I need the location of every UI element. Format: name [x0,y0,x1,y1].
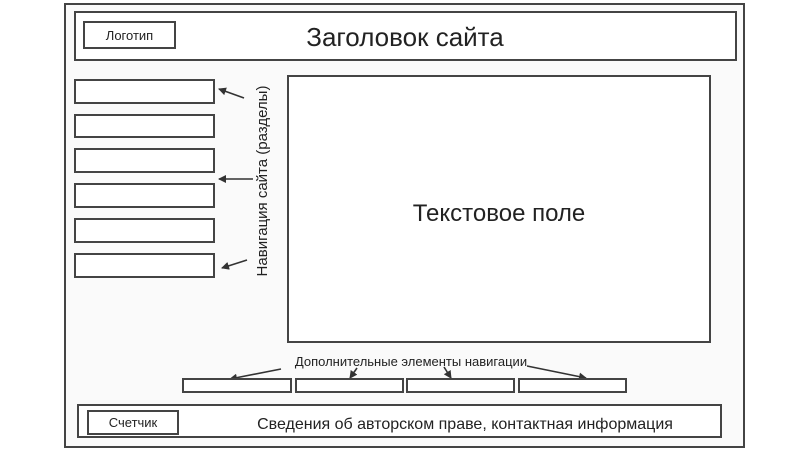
footer-block [77,404,722,438]
extra-nav-arrow-3 [443,366,452,379]
nav-item-4 [74,183,215,208]
nav-item-6 [74,253,215,278]
nav-item-1 [74,79,215,104]
extra-nav-item-1 [182,378,292,393]
extra-nav-item-3 [406,378,515,393]
counter-label: Счетчик [109,415,158,430]
nav-item-2 [74,114,215,138]
extra-nav-arrow-1 [229,368,282,382]
extra-nav-arrow-2 [349,367,358,379]
extra-nav-item-2 [295,378,404,393]
text-field-block [287,75,711,343]
logo-box [83,21,176,49]
footer-info: Сведения об авторском праве, контактная … [257,416,673,433]
navigation-label: Навигация сайта (разделы) [254,86,271,277]
logo-label: Логотип [106,28,153,43]
nav-arrow-3 [221,259,248,270]
text-field-label: Текстовое поле [413,200,586,227]
extra-navigation-label: Дополнительные элементы навигации [295,354,527,369]
site-title: Заголовок сайта [306,22,504,52]
nav-item-5 [74,218,215,243]
header-block [74,11,737,61]
extra-nav-item-4 [518,378,627,393]
nav-item-3 [74,148,215,173]
counter-box [87,410,179,435]
extra-nav-arrow-4 [526,365,587,381]
nav-arrow-1 [218,87,245,99]
